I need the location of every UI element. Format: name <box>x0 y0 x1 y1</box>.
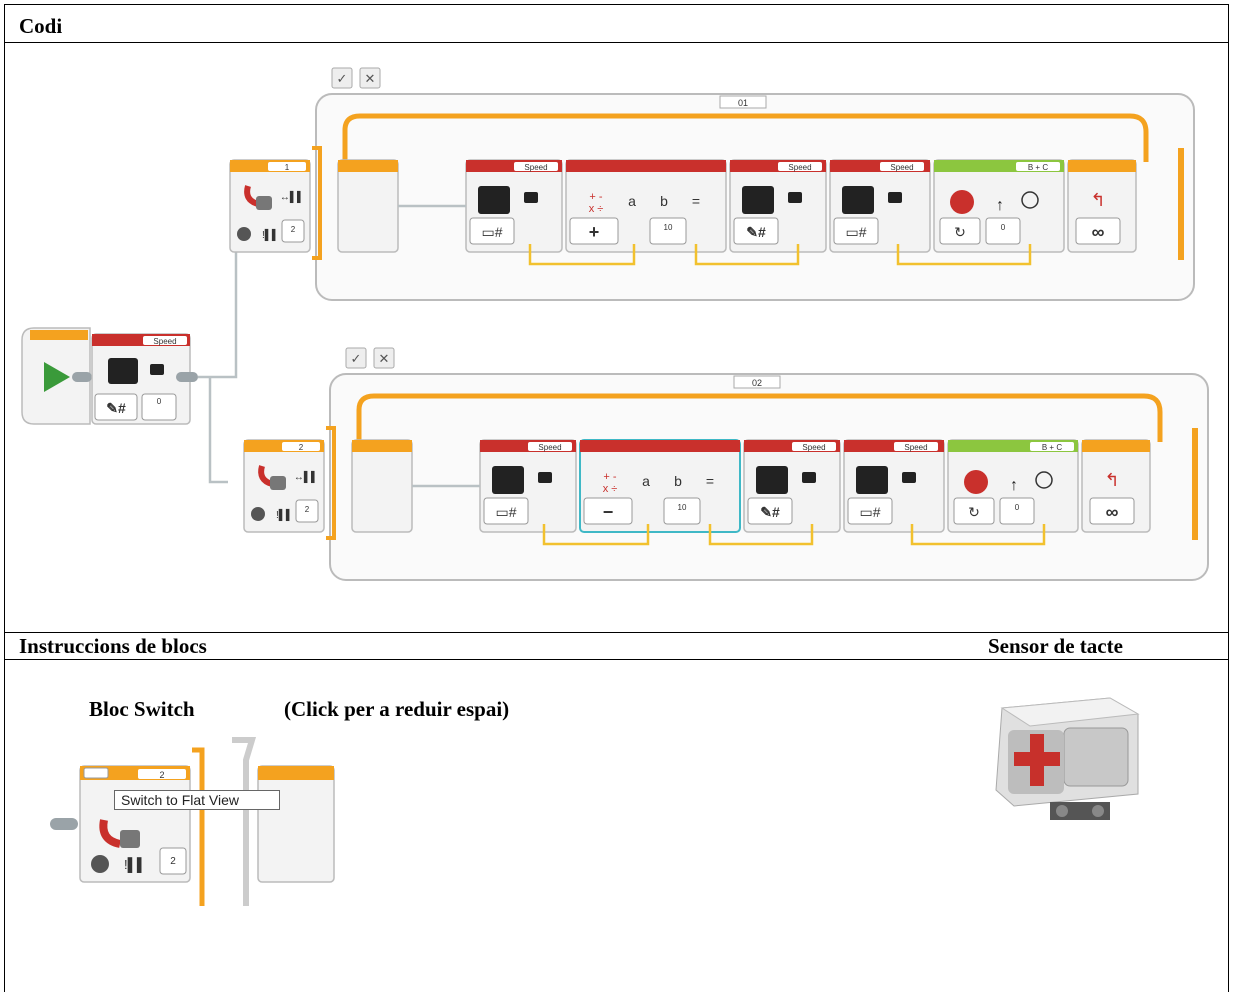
svg-text:↻: ↻ <box>954 224 966 240</box>
svg-text:Speed: Speed <box>890 163 913 172</box>
loop-02-check-icon[interactable]: ✓ <box>345 347 367 369</box>
svg-text:+ -: + - <box>603 471 616 483</box>
svg-text:▭#: ▭# <box>845 224 866 240</box>
svg-text:B + C: B + C <box>1042 443 1062 452</box>
svg-text:!▌▌: !▌▌ <box>262 228 279 242</box>
svg-text:▭#: ▭# <box>481 224 502 240</box>
loop-02-case-value: 2 <box>305 505 310 514</box>
code-header-rule <box>4 42 1229 43</box>
svg-text:Speed: Speed <box>802 443 825 452</box>
svg-text:Speed: Speed <box>538 443 561 452</box>
svg-text:+: + <box>589 222 600 242</box>
svg-text:↰: ↰ <box>1104 470 1119 490</box>
instructions-top-rule <box>4 632 1229 633</box>
loop-01-name-field[interactable] <box>719 95 767 109</box>
svg-text:✓: ✓ <box>337 71 348 86</box>
svg-text:10: 10 <box>678 503 687 512</box>
svg-text:↑: ↑ <box>996 197 1004 214</box>
gauge-icon <box>1021 191 1039 209</box>
document-frame <box>4 4 1229 992</box>
svg-text:0: 0 <box>1001 223 1006 232</box>
motor-icon <box>964 470 988 494</box>
loop-01-close-icon[interactable]: ✕ <box>359 67 381 89</box>
loop-02-close-icon[interactable]: ✕ <box>373 347 395 369</box>
sequence-wire-bottom <box>208 377 228 484</box>
svg-text:↑: ↑ <box>1010 477 1018 494</box>
svg-text:∞: ∞ <box>1106 502 1119 522</box>
svg-text:✕: ✕ <box>379 351 390 366</box>
svg-text:↔▌▌: ↔▌▌ <box>280 190 304 204</box>
svg-text:10: 10 <box>664 223 673 232</box>
svg-text:✎#: ✎# <box>106 400 126 416</box>
start-variable-value: 0 <box>157 397 162 406</box>
svg-text:B + C: B + C <box>1028 163 1048 172</box>
svg-text:✎#: ✎# <box>746 224 766 240</box>
touch-sensor-icon <box>244 185 259 207</box>
svg-text:✎#: ✎# <box>760 504 780 520</box>
loop-02-name-field[interactable] <box>733 375 781 389</box>
motor-icon <box>950 190 974 214</box>
svg-text:x ÷: x ÷ <box>603 483 618 495</box>
sensor-section-title: Sensor de tacte <box>988 634 1123 658</box>
svg-text:2: 2 <box>159 770 164 780</box>
svg-text:Speed: Speed <box>524 163 547 172</box>
start-block[interactable] <box>21 327 92 425</box>
switch-to-flat-view-tooltip: Switch to Flat View <box>114 790 280 810</box>
svg-text:a: a <box>628 193 636 209</box>
svg-text:▭#: ▭# <box>495 504 516 520</box>
start-variable-name: Speed <box>153 337 176 346</box>
loop-01-check-icon[interactable]: ✓ <box>331 67 353 89</box>
svg-text:−: − <box>603 502 614 522</box>
loop-02-case-number: 2 <box>299 443 304 452</box>
svg-text:Speed: Speed <box>904 443 927 452</box>
touch-sensor-image <box>995 697 1140 820</box>
svg-text:✓: ✓ <box>351 351 362 366</box>
svg-text:b: b <box>660 193 668 209</box>
touch-sensor-button-icon <box>1014 734 1060 786</box>
gauge-icon <box>1035 471 1053 489</box>
briefcase-icon <box>108 358 138 384</box>
instructions-header-rule <box>4 659 1229 660</box>
switch-block-title: Bloc Switch <box>89 697 195 721</box>
svg-text:!▌▌: !▌▌ <box>124 857 146 873</box>
svg-text:↻: ↻ <box>968 504 980 520</box>
svg-text:▭#: ▭# <box>859 504 880 520</box>
loop-01-name: 01 <box>738 98 748 108</box>
switch-block-example[interactable]: 2 !▌▌ 2 <box>40 730 340 910</box>
start-variable-block[interactable]: Speed ✎# 0 <box>91 333 198 425</box>
briefcase-icon <box>478 186 510 214</box>
touch-sensor-icon <box>258 465 273 487</box>
play-icon[interactable] <box>44 362 70 392</box>
svg-text:↔▌▌: ↔▌▌ <box>294 470 318 484</box>
loop-02-name: 02 <box>752 378 762 388</box>
svg-text:Speed: Speed <box>788 163 811 172</box>
svg-text:+ -: + - <box>589 191 602 203</box>
svg-text:b: b <box>674 473 682 489</box>
svg-text:2: 2 <box>170 856 176 867</box>
svg-text:=: = <box>706 473 714 489</box>
instructions-section-title: Instruccions de blocs <box>19 634 207 658</box>
svg-text:!▌▌: !▌▌ <box>276 508 293 522</box>
touch-sensor-icon <box>99 819 122 848</box>
svg-text:a: a <box>642 473 650 489</box>
svg-text:x ÷: x ÷ <box>589 203 604 215</box>
svg-text:↰: ↰ <box>1090 190 1105 210</box>
code-section-title: Codi <box>19 14 63 38</box>
svg-text:∞: ∞ <box>1092 222 1105 242</box>
svg-text:0: 0 <box>1015 503 1020 512</box>
switch-block-hint: (Click per a reduir espai) <box>284 697 510 721</box>
loop-01-case-number: 1 <box>285 163 290 172</box>
program-canvas: Speed ✎# 0 ✓ ✕ 01 1 ↔▌▌ !▌▌ 2 <box>21 67 1209 581</box>
svg-text:✕: ✕ <box>365 71 376 86</box>
svg-text:=: = <box>692 193 700 209</box>
loop-01-case-value: 2 <box>291 225 296 234</box>
